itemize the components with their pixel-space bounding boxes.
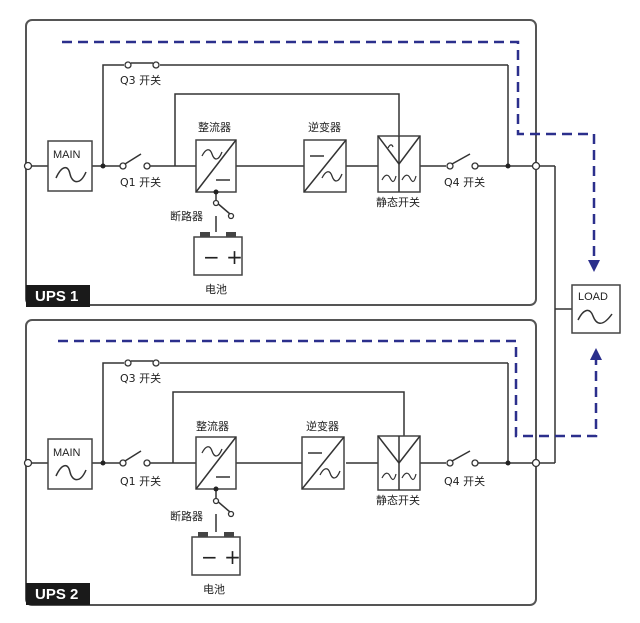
ups1-battery-symbol: − + xyxy=(203,245,243,269)
ups2-breaker: 断路器 xyxy=(170,486,235,532)
ups2-bypass-junction xyxy=(100,460,106,466)
ups2-inverter: 逆变器 xyxy=(301,419,345,490)
ups1-battery: − + 电池 xyxy=(193,232,243,296)
ups1-static-bypass-wire xyxy=(174,93,400,166)
ups1-output-junction xyxy=(505,163,511,169)
ups2-unit: UPS 2 Q3 开关 MAIN Q1 开关 xyxy=(23,319,541,606)
ups2-breaker-label: 断路器 xyxy=(170,509,203,523)
ups1-rectifier-label: 整流器 xyxy=(198,120,231,134)
ups1-unit: UPS 1 Q3 开关 MAIN xyxy=(23,19,541,307)
ups1-inverter-label: 逆变器 xyxy=(308,120,341,134)
ups1-output-node xyxy=(531,161,541,171)
load-label: LOAD xyxy=(578,291,608,303)
ups1-main-source: MAIN xyxy=(47,140,93,192)
ups2-inverter-label: 逆变器 xyxy=(306,419,339,433)
output-bus xyxy=(539,165,572,464)
ups2-rectifier-label: 整流器 xyxy=(196,419,229,433)
ups2-output-junction xyxy=(505,460,511,466)
ups1-q4-label: Q4 开关 xyxy=(444,175,485,189)
ups2-q4-switch: Q4 开关 xyxy=(444,450,485,488)
ups1-battery-label: 电池 xyxy=(205,283,227,296)
ups2-main-source: MAIN xyxy=(47,438,93,490)
ups2-battery-symbol: − + xyxy=(201,545,241,569)
power-flow-ups1 xyxy=(62,40,600,272)
ups1-bypass-junction xyxy=(100,163,106,169)
flow-arrow-down-icon xyxy=(588,260,600,272)
ups2-static-bypass-wire xyxy=(172,391,405,463)
ups2-main-label: MAIN xyxy=(53,447,81,459)
ups1-inverter: 逆变器 xyxy=(303,120,347,193)
ups1-main-label: MAIN xyxy=(53,149,81,161)
ups2-output-node xyxy=(531,458,541,468)
ups2-q1-label: Q1 开关 xyxy=(120,474,161,488)
ups1-bypass-wire xyxy=(102,64,124,166)
ups2-tag: UPS 2 xyxy=(35,586,78,603)
ups2-battery-label: 电池 xyxy=(203,583,225,596)
ups1-q4-switch: Q4 开关 xyxy=(444,153,485,189)
ups1-q3-label: Q3 开关 xyxy=(120,73,161,87)
ups2-input-node xyxy=(23,458,33,468)
ups2-main-sine-icon xyxy=(55,465,87,481)
ups1-q3-switch: Q3 开关 xyxy=(120,61,161,87)
ups1-input-node xyxy=(23,161,33,171)
ups1-tag-bg xyxy=(26,285,90,307)
flow-arrow-up-icon xyxy=(590,348,602,360)
ups1-tag: UPS 1 xyxy=(35,288,78,305)
ups2-q3-switch: Q3 开关 xyxy=(120,359,161,385)
ups2-q1-switch: Q1 开关 xyxy=(119,450,161,488)
ups2-battery: − + 电池 xyxy=(191,532,241,596)
ups1-main-sine-icon xyxy=(55,167,87,183)
ups1-breaker: 断路器 xyxy=(170,189,235,232)
ups2-q3-label: Q3 开关 xyxy=(120,371,161,385)
power-flow-ups2 xyxy=(58,339,602,438)
ups2-static-switch-label: 静态开关 xyxy=(376,493,420,507)
ups1-q1-switch: Q1 开关 xyxy=(119,153,161,189)
load-box: LOAD xyxy=(571,284,621,334)
ups2-q4-label: Q4 开关 xyxy=(444,474,485,488)
ups2-bypass-wire xyxy=(102,362,124,463)
ups1-static-switch-label: 静态开关 xyxy=(376,195,420,209)
ups1-breaker-label: 断路器 xyxy=(170,209,203,223)
ups1-static-switch: 静态开关 xyxy=(376,135,421,209)
load-sine-icon xyxy=(577,309,613,324)
ups2-static-switch: 静态开关 xyxy=(376,435,421,507)
ups2-rectifier: 整流器 xyxy=(195,419,237,490)
ups1-q1-label: Q1 开关 xyxy=(120,175,161,189)
ups1-rectifier: 整流器 xyxy=(195,120,237,193)
ups2-tag-bg xyxy=(26,583,90,605)
